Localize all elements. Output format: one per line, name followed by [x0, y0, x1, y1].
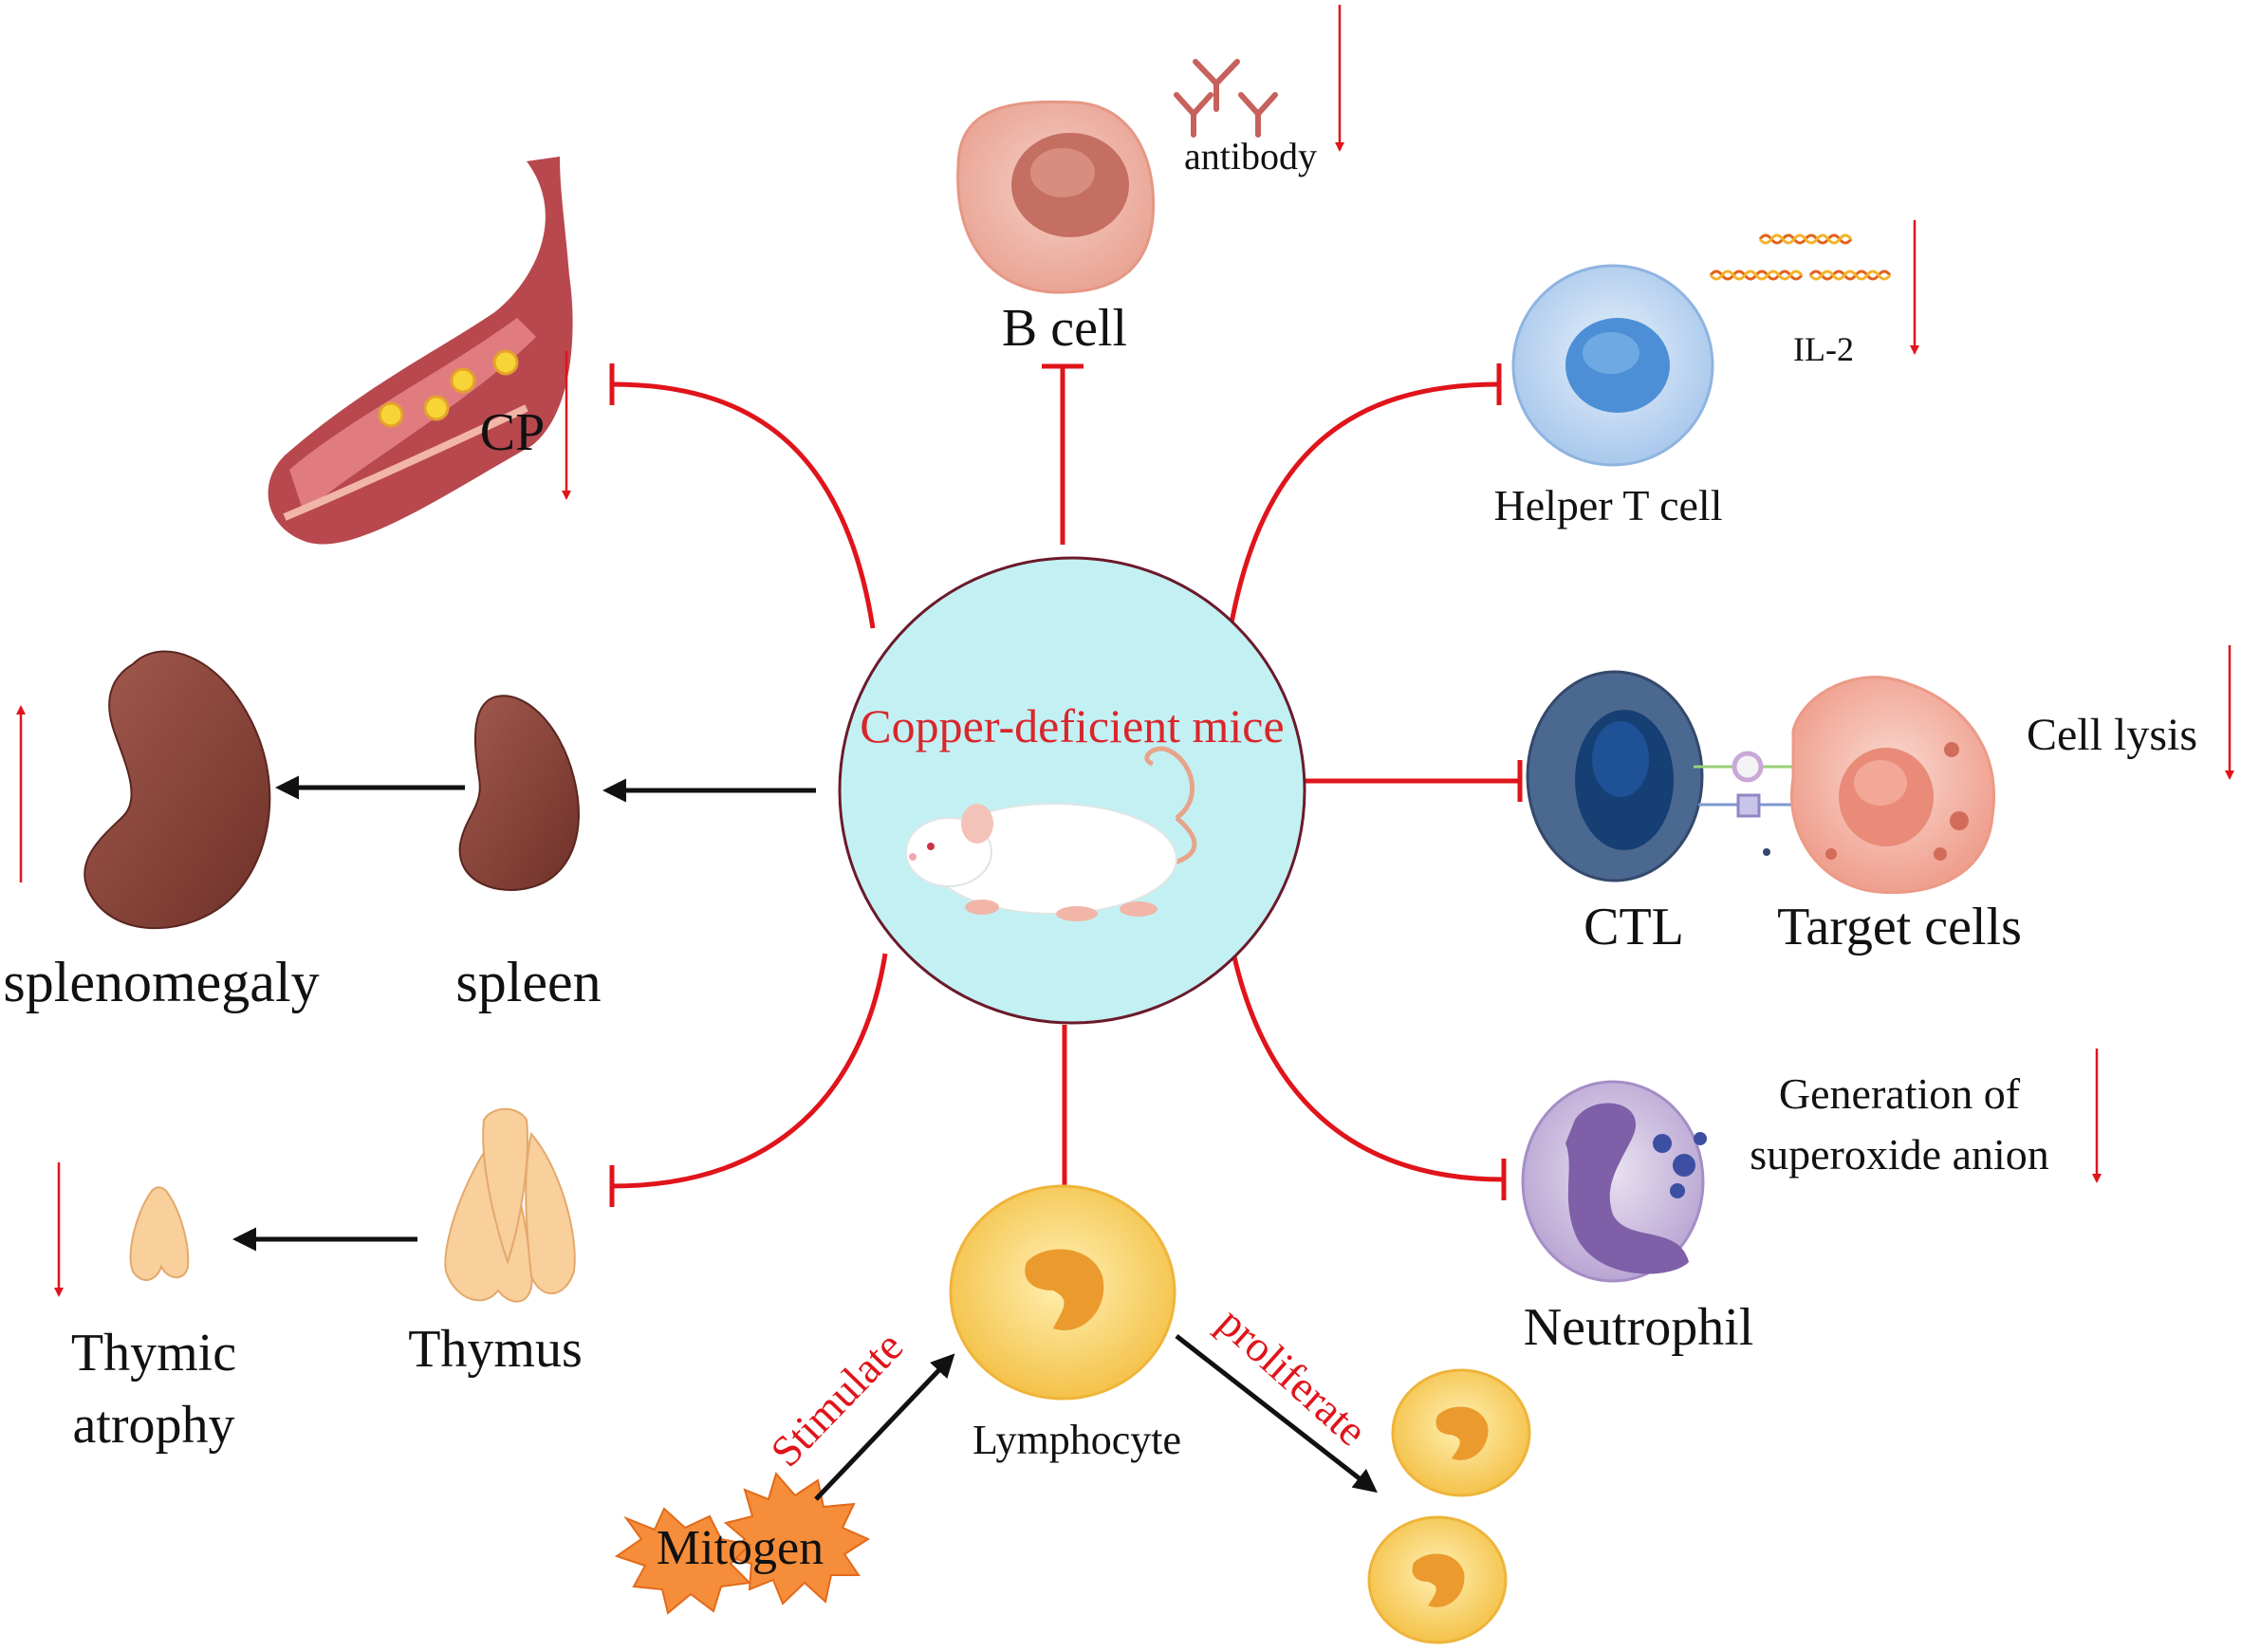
- proliferated-lymphocyte-icons: [1367, 1368, 1531, 1644]
- splenomegaly-icon: [83, 650, 271, 930]
- thymic-label-line1: Thymic: [71, 1324, 236, 1383]
- antibody-icon: [1174, 59, 1278, 138]
- mouse-icon: [905, 746, 1197, 921]
- neutrophil-label: Neutrophil: [1524, 1298, 1754, 1357]
- connector-neutrophil: [1229, 943, 1505, 1182]
- stimulate-label: Stimulate: [761, 1322, 912, 1476]
- connector-helper: [1228, 381, 1500, 629]
- helper-t-cell-label: Helper T cell: [1494, 481, 1723, 529]
- spleen-icon: [458, 695, 580, 891]
- helper-t-cell-icon: [1511, 264, 1714, 467]
- target-cells-label: Target cells: [1777, 898, 2022, 956]
- mitogen-label: Mitogen: [657, 1521, 824, 1575]
- superoxide-label-line2: superoxide anion: [1750, 1130, 2049, 1179]
- cp-label: CP: [480, 403, 546, 462]
- b-cell-icon: [956, 100, 1156, 294]
- thymus-icon: [444, 1107, 576, 1303]
- thymus-label: Thymus: [408, 1320, 583, 1379]
- arrow-lymphocyte-to-proliferate: [1175, 1334, 1378, 1494]
- connector-cp: [611, 381, 876, 629]
- ctl-label: CTL: [1584, 898, 1684, 956]
- superoxide-label-line1: Generation of: [1779, 1069, 2021, 1118]
- thymic-label-line2: atrophy: [72, 1396, 234, 1455]
- splenomegaly-label: splenomegaly: [3, 951, 319, 1013]
- neutrophil-icon: [1521, 1080, 1707, 1283]
- il2-dna-icon: [1709, 233, 1892, 281]
- antibody-label: antibody: [1184, 135, 1317, 177]
- spleen-label: spleen: [455, 951, 601, 1013]
- il2-label: IL-2: [1793, 330, 1854, 368]
- arrow-mitogen-to-lymphocyte: [814, 1353, 955, 1501]
- ctl-icon: [1526, 670, 1704, 882]
- blood-vessel-icon: [268, 157, 573, 545]
- center-node: Copper-deficient mice: [838, 556, 1306, 1025]
- mitogen-burst-icon: [614, 1471, 871, 1615]
- center-title: Copper-deficient mice: [860, 699, 1284, 752]
- lymphocyte-label: Lymphocyte: [972, 1417, 1181, 1463]
- center-circle: [838, 556, 1306, 1025]
- cell-lysis-label: Cell lysis: [2027, 710, 2197, 760]
- target-cell-icon: [1790, 676, 1995, 895]
- connector-thymus: [611, 953, 888, 1189]
- lymphocyte-icon: [949, 1184, 1176, 1401]
- proliferate-label: proliferate: [1209, 1297, 1376, 1455]
- b-cell-label: B cell: [1002, 299, 1127, 358]
- thymic-atrophy-icon: [129, 1186, 190, 1281]
